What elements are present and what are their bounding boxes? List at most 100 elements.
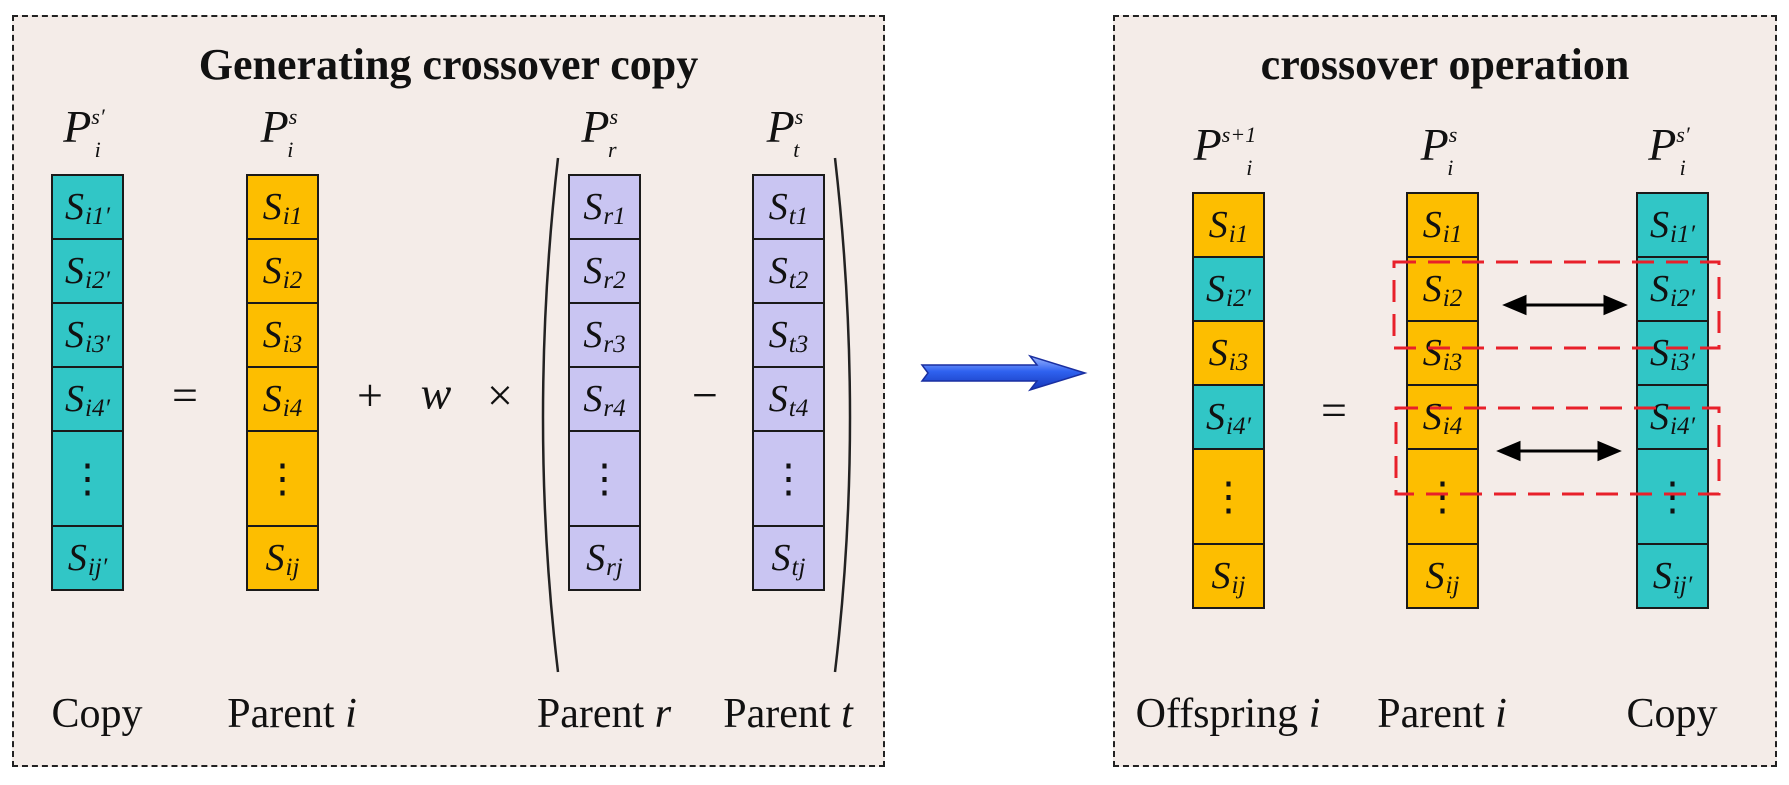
times-operator: × bbox=[487, 369, 513, 421]
cell-subscript: i2′ bbox=[85, 267, 110, 294]
cell-subscript: t1 bbox=[788, 203, 809, 230]
label-base: P bbox=[766, 101, 795, 152]
caption-parent-t: Parent t bbox=[723, 690, 852, 738]
cell-subscript: i3′ bbox=[85, 331, 110, 358]
cell-symbol: S bbox=[65, 378, 85, 420]
weight-symbol: w bbox=[420, 367, 452, 419]
right-arrow-icon bbox=[920, 354, 1088, 392]
caption-variable: i bbox=[345, 691, 357, 737]
cell-symbol: S bbox=[67, 537, 87, 579]
vector-cell: ⋮ bbox=[1636, 448, 1709, 545]
cell-symbol: S bbox=[1422, 268, 1442, 310]
cell-symbol: S bbox=[583, 186, 603, 228]
cell-subscript: i1 bbox=[1228, 221, 1249, 248]
label-subscript: i bbox=[287, 137, 294, 163]
caption-text: Parent bbox=[227, 691, 346, 737]
label-base: P bbox=[1420, 119, 1449, 170]
cell-symbol: S bbox=[1208, 204, 1228, 246]
cell-symbol: S bbox=[583, 314, 603, 356]
caption-variable: r bbox=[654, 691, 672, 737]
label-superscript: s bbox=[609, 104, 619, 130]
equals-operator: = bbox=[172, 369, 198, 421]
cell-subscript: i2 bbox=[282, 267, 303, 294]
left-parenthesis bbox=[541, 157, 560, 673]
double-arrow-icon bbox=[1496, 440, 1622, 462]
label-superscript: s′ bbox=[91, 104, 105, 130]
cell-symbol: S bbox=[65, 314, 85, 356]
cell-symbol: S bbox=[583, 250, 603, 292]
label-superscript: s bbox=[1448, 122, 1458, 148]
cell-subscript: i1′ bbox=[85, 203, 110, 230]
label-base: P bbox=[260, 101, 289, 152]
cell-subscript: i1′ bbox=[1670, 221, 1695, 248]
caption-text: Copy bbox=[1626, 691, 1718, 737]
cell-subscript: ij′ bbox=[87, 554, 108, 581]
label-subscript: i bbox=[1246, 155, 1253, 181]
cell-subscript: i3 bbox=[1442, 349, 1463, 376]
cell-subscript: ij bbox=[285, 554, 300, 581]
cell-symbol: S bbox=[1650, 268, 1670, 310]
left-panel: Generating crossover copy bbox=[12, 15, 885, 767]
cell-symbol: S bbox=[768, 250, 788, 292]
cell-symbol: S bbox=[1422, 204, 1442, 246]
cell-symbol: S bbox=[768, 378, 788, 420]
cell-symbol: S bbox=[262, 250, 282, 292]
cell-subscript: i3 bbox=[282, 331, 303, 358]
caption-variable: i bbox=[1495, 691, 1507, 737]
label-superscript: s bbox=[794, 104, 804, 130]
cell-subscript: r4 bbox=[603, 395, 626, 422]
cell-subscript: r3 bbox=[603, 331, 626, 358]
cell-symbol: S bbox=[1652, 555, 1672, 597]
cell-symbol: S bbox=[262, 378, 282, 420]
cell-subscript: i2′ bbox=[1670, 285, 1695, 312]
label-subscript: r bbox=[608, 137, 617, 163]
caption-text: Offspring bbox=[1135, 691, 1309, 737]
label-base: P bbox=[581, 101, 610, 152]
cell-subscript: i4′ bbox=[1226, 413, 1251, 440]
cell-symbol: S bbox=[265, 537, 285, 579]
column-label-copy: Ps′i bbox=[1648, 118, 1696, 180]
cell-subscript: i4 bbox=[282, 395, 303, 422]
label-base: P bbox=[1193, 119, 1222, 170]
caption-text: Parent bbox=[1377, 691, 1496, 737]
column-label-copy: Ps′i bbox=[63, 100, 111, 162]
caption-offspring-i: Offspring i bbox=[1136, 690, 1321, 738]
cell-symbol: S bbox=[262, 314, 282, 356]
cell-subscript: t3 bbox=[788, 331, 809, 358]
cell-symbol: S bbox=[1650, 332, 1670, 374]
cell-subscript: t2 bbox=[788, 267, 809, 294]
cell-symbol: S bbox=[1206, 396, 1226, 438]
cell-symbol: S bbox=[1425, 555, 1445, 597]
label-subscript: i bbox=[1679, 155, 1686, 181]
cell-subscript: rj bbox=[606, 554, 623, 581]
cell-symbol: S bbox=[768, 314, 788, 356]
cell-subscript: tj bbox=[791, 554, 806, 581]
caption-text: Parent bbox=[536, 691, 655, 737]
label-base: P bbox=[1648, 119, 1677, 170]
label-superscript: s+1 bbox=[1221, 122, 1257, 148]
cell-symbol: S bbox=[583, 378, 603, 420]
column-label-offspring-i: Ps+1 i bbox=[1193, 118, 1263, 180]
cell-symbol: S bbox=[768, 186, 788, 228]
caption-text: Parent bbox=[723, 691, 842, 737]
cell-subscript: i3′ bbox=[1670, 349, 1695, 376]
cell-subscript: i4′ bbox=[85, 395, 110, 422]
column-label-parent-i: Psi bbox=[260, 100, 304, 162]
